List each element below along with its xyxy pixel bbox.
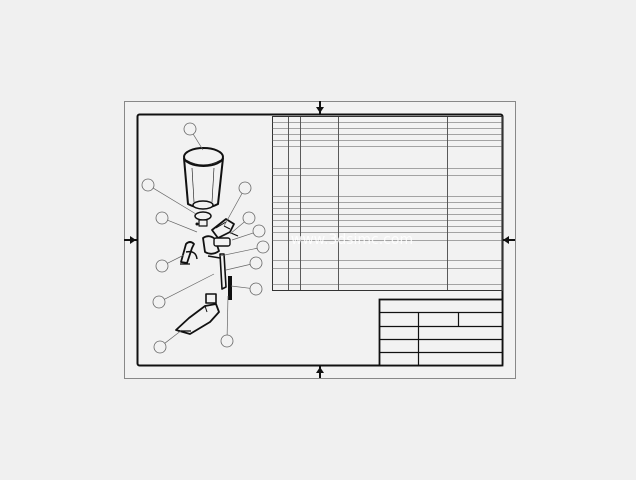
balloon-leader-line — [229, 221, 245, 235]
item-balloon — [238, 181, 252, 195]
watermark-text: www.3dsimc.com — [291, 232, 413, 248]
item-balloon — [155, 259, 169, 273]
arrow-up-icon — [316, 366, 324, 378]
item-balloon — [242, 211, 256, 225]
balloon-leader-line — [152, 187, 197, 215]
item-balloon — [152, 295, 166, 309]
balloon-leader-line — [231, 232, 254, 241]
title-block — [378, 298, 504, 367]
parts-list-table — [272, 116, 503, 291]
arrow-down-icon — [316, 101, 324, 114]
balloon-leader-line — [226, 295, 229, 336]
title-block-border — [378, 298, 504, 367]
item-balloon — [141, 178, 155, 192]
needle-rod-part — [207, 253, 232, 300]
balloon-leader-line — [167, 254, 185, 264]
filter-washer-part — [194, 211, 212, 227]
item-balloon — [220, 334, 234, 348]
item-balloon — [256, 240, 270, 254]
balloon-leader-line — [225, 264, 251, 271]
item-balloon-callouts — [141, 122, 270, 354]
arrow-left-icon — [502, 236, 515, 244]
item-balloon — [249, 282, 263, 296]
balloon-leader-line — [230, 285, 251, 289]
balloon-leader-line — [219, 247, 258, 257]
balloon-leader-line — [223, 193, 243, 227]
arrow-right-icon — [124, 236, 137, 244]
paint-cup-part — [183, 147, 224, 210]
balloon-leader-line — [164, 329, 183, 344]
item-balloon — [155, 211, 169, 225]
item-balloon — [249, 256, 263, 270]
balloon-leader-line — [164, 273, 215, 300]
side-clamp-part — [180, 241, 198, 265]
balloon-leader-line — [167, 219, 198, 233]
balloon-leader-line — [192, 133, 204, 151]
parts-list-border — [272, 116, 503, 291]
item-balloon — [183, 122, 197, 136]
item-balloon — [252, 224, 266, 238]
gun-body-part — [202, 218, 239, 255]
item-balloon — [153, 340, 167, 354]
exploded-assembly-view — [175, 147, 239, 335]
